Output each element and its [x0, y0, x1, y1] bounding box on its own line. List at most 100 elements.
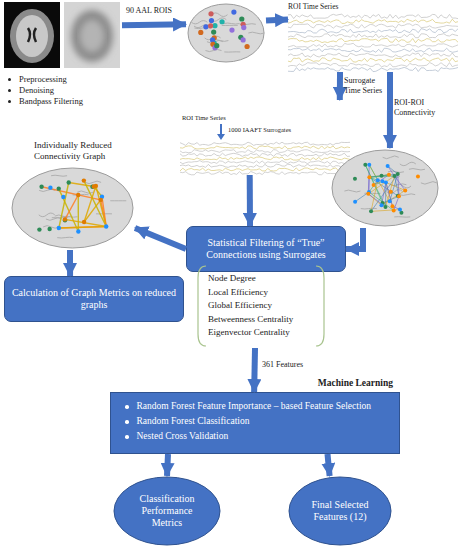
- roi-dot: [372, 183, 376, 187]
- roi-dot: [57, 226, 61, 230]
- connection-line: [59, 189, 79, 232]
- flow-arrow: [251, 348, 258, 392]
- roi-dot: [379, 203, 383, 207]
- brain-gyrus: [361, 208, 377, 210]
- aal-brain: [186, 2, 266, 64]
- roi-dot: [389, 190, 393, 194]
- roi-dot: [214, 43, 219, 48]
- roi-dot: [63, 218, 67, 222]
- bullet-row: Random Forest Classification: [121, 414, 389, 429]
- roi-dot: [63, 217, 67, 221]
- roi-dot: [82, 178, 86, 182]
- template-slice: [64, 2, 120, 68]
- time-series-line: [288, 67, 458, 71]
- roi-dot: [244, 44, 249, 49]
- connection-line: [381, 190, 405, 205]
- bullet-text: Denoising: [19, 85, 54, 96]
- brain-outline: [12, 168, 133, 248]
- roi-dot: [387, 173, 391, 177]
- bullet-text: Preprocessing: [19, 74, 67, 85]
- brain-gyrus: [205, 50, 221, 52]
- connection-line: [368, 165, 370, 194]
- metric-item: Node Degree: [208, 272, 293, 286]
- ellipse-text: Classification Performance Metrics: [127, 493, 207, 529]
- flow-arrow: [337, 72, 343, 100]
- roi-dot: [208, 11, 213, 16]
- ellipse-inner: Final Selected Features (12): [302, 476, 378, 546]
- brain-outline: [188, 4, 264, 62]
- mri-white-matter: [16, 15, 48, 57]
- brain-gyrus: [248, 32, 264, 34]
- time-series-line: [180, 142, 350, 145]
- flow-arrow: [266, 20, 288, 21]
- ml-node: Machine LearningRandom Forest Feature Im…: [110, 392, 400, 454]
- brain-gyrus: [222, 25, 238, 26]
- time-series-line: [288, 34, 458, 38]
- down-arrow: [217, 124, 225, 140]
- right-bracket: [316, 266, 324, 346]
- bullet-text: Nested Cross Validation: [137, 429, 229, 444]
- graph-label: Individually Reduced Connectivity Graph: [34, 140, 135, 162]
- brain-gyrus: [224, 23, 240, 24]
- template-core: [80, 20, 104, 52]
- flow-arrow: [167, 454, 168, 476]
- brain-gyrus: [409, 169, 425, 170]
- brain-gyrus: [344, 190, 360, 192]
- metric-list: Node DegreeLocal EfficiencyGlobal Effici…: [208, 272, 293, 340]
- time-series-line: [180, 153, 350, 156]
- time-series-line: [288, 58, 458, 62]
- ellipse-node: Classification Performance Metrics: [113, 476, 221, 546]
- flow-arrow: [135, 228, 186, 249]
- connection-line: [369, 174, 397, 177]
- connectivity-brain: [330, 148, 440, 228]
- aal-node: [186, 2, 266, 64]
- reduced-node: Individually Reduced Connectivity Graph: [10, 140, 135, 250]
- connection-line: [371, 174, 398, 211]
- roi-dot: [57, 186, 61, 190]
- mri-images: [4, 2, 122, 70]
- roi-dot: [416, 175, 420, 179]
- brain-gyrus: [399, 194, 415, 196]
- bullet-dot: [8, 89, 11, 92]
- ellipse-text: Final Selected Features (12): [302, 499, 378, 523]
- bullet-row: Bandpass Filtering: [8, 96, 122, 107]
- time-series-line: [288, 14, 458, 18]
- brain-gyrus: [421, 182, 437, 184]
- time-series-line: [288, 38, 458, 42]
- roi-dot: [383, 205, 387, 209]
- brain-gyrus: [394, 216, 410, 217]
- roi-dot: [203, 24, 208, 29]
- connection-line: [59, 226, 106, 228]
- connection-line: [96, 186, 106, 227]
- series-node: ROI Time Series: [288, 2, 458, 72]
- connection-line: [368, 194, 385, 207]
- roi-dot: [398, 208, 402, 212]
- edge-label: Surrogate Time Series: [344, 76, 386, 95]
- roi-dot: [231, 10, 236, 15]
- brain-gyrus: [212, 13, 228, 17]
- box-node: Calculation of Graph Metrics on reduced …: [4, 276, 184, 322]
- edge-label: 361 Features: [262, 360, 332, 370]
- roi-dot: [48, 185, 52, 189]
- roi-dot: [367, 163, 371, 167]
- connection-line: [371, 180, 378, 211]
- roi-dot: [104, 224, 108, 228]
- roi-dot: [211, 30, 216, 35]
- conn-node: [330, 148, 440, 228]
- time-series: [288, 14, 458, 72]
- brain-gyrus: [77, 191, 93, 193]
- mri-brain: [10, 9, 54, 63]
- roi-dot: [219, 19, 224, 24]
- roi-dot: [94, 184, 98, 188]
- mri-slice: [4, 2, 60, 68]
- brain-gyrus: [55, 215, 71, 217]
- roi-dot: [353, 200, 357, 204]
- left-bracket: [198, 266, 206, 346]
- roi-dot: [209, 18, 214, 23]
- roi-dot: [47, 227, 51, 231]
- time-series-line: [180, 150, 350, 153]
- time-series-line: [180, 172, 350, 175]
- ellipse-node: Final Selected Features (12): [288, 476, 392, 546]
- roi-dot: [363, 163, 367, 167]
